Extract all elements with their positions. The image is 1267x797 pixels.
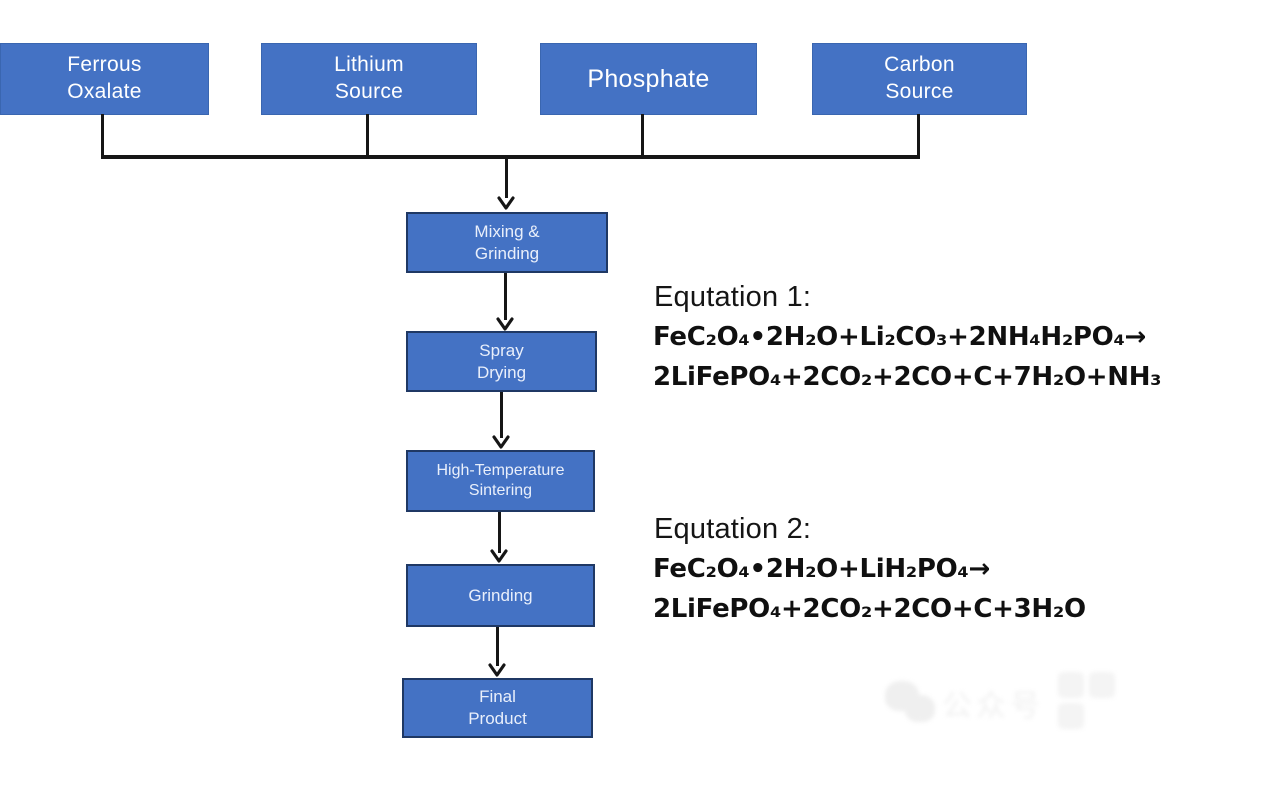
step-box-grinding: Grinding [406, 564, 595, 627]
source-label-ferrous-oxalate: Ferrous Oxalate [67, 53, 142, 103]
source-box-phosphate: Phosphate [540, 43, 757, 115]
step-box-high-temperature-sintering: High-Temperature Sintering [406, 450, 595, 512]
connector-stub-phosphate [641, 114, 644, 157]
step-label-spray-drying: Spray Drying [476, 340, 527, 382]
connector-drop-line [505, 157, 508, 198]
connector-step-1-2 [504, 273, 507, 320]
wechat-bubbles-icon [885, 677, 935, 729]
step-label-high-temperature-sintering: High-Temperature Sintering [436, 461, 565, 499]
source-box-carbon-source: Carbon Source [812, 43, 1027, 115]
connector-step-3-4 [498, 512, 501, 553]
source-label-lithium-source: Lithium Source [334, 53, 404, 103]
equation-2-line-1: FeC₂O₄•2H₂O+LiH₂PO₄→ [653, 554, 991, 584]
watermark-text: 公众号 [942, 689, 1045, 724]
connector-stub-carbon [917, 114, 920, 157]
step-label-mixing-grinding: Mixing & Grinding [474, 221, 540, 263]
watermark: 公众号 [885, 668, 1135, 738]
connector-step-2-3 [500, 392, 503, 438]
source-box-ferrous-oxalate: Ferrous Oxalate [0, 43, 209, 115]
equation-1-line-2: 2LiFePO₄+2CO₂+2CO+C+7H₂O+NH₃ [653, 362, 1162, 392]
equation-2-heading: Equtation 2: [654, 513, 812, 545]
step-label-final-product: Final Product [468, 687, 527, 728]
watermark-blobs [1058, 672, 1135, 734]
step-box-spray-drying: Spray Drying [406, 331, 597, 392]
arrowhead-down-icon [490, 549, 508, 563]
arrowhead-down-icon [488, 663, 506, 677]
step-label-grinding: Grinding [468, 585, 533, 605]
step-box-final-product: Final Product [402, 678, 593, 738]
source-label-carbon-source: Carbon Source [884, 53, 955, 103]
source-box-lithium-source: Lithium Source [261, 43, 477, 115]
source-label-phosphate: Phosphate [587, 65, 710, 93]
connector-step-4-5 [496, 627, 499, 666]
arrowhead-down-icon [497, 196, 515, 210]
arrowhead-down-icon [492, 435, 510, 449]
equation-2-line-2: 2LiFePO₄+2CO₂+2CO+C+3H₂O [653, 594, 1086, 624]
step-box-mixing-grinding: Mixing & Grinding [406, 212, 608, 273]
equation-1-line-1: FeC₂O₄•2H₂O+Li₂CO₃+2NH₄H₂PO₄→ [653, 322, 1147, 352]
equation-1-heading: Equtation 1: [654, 281, 812, 313]
connector-stub-ferrous [101, 114, 104, 157]
arrowhead-down-icon [496, 317, 514, 331]
connector-merge-line [101, 155, 920, 159]
connector-stub-lithium [366, 114, 369, 157]
